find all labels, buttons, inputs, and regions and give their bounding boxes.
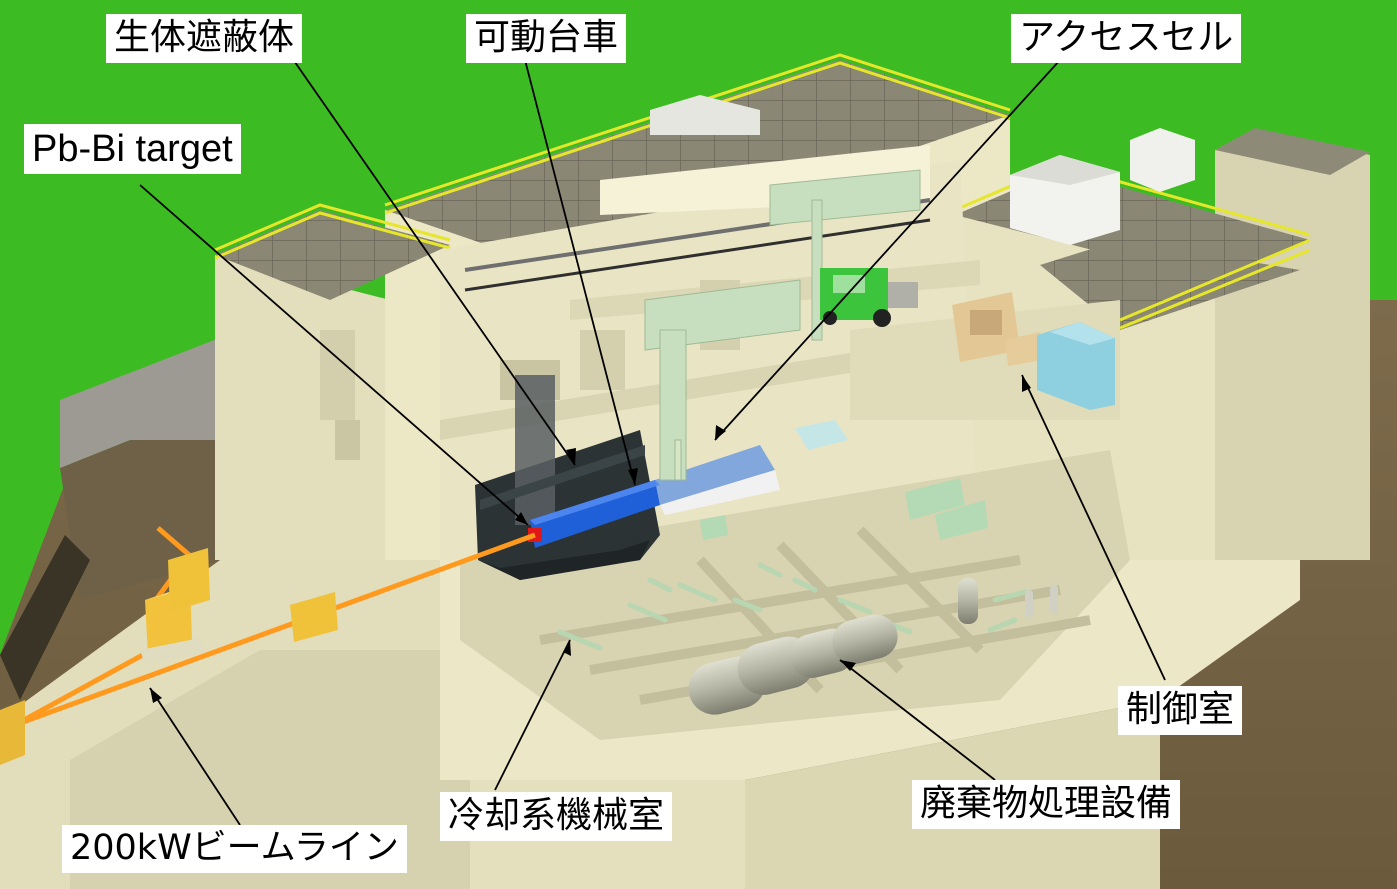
building-west-wing xyxy=(215,255,390,560)
movable-cart-label: 可動台車 xyxy=(466,14,626,63)
control-room-label: 制御室 xyxy=(1118,686,1242,735)
building-east-tower xyxy=(1215,130,1370,560)
waste-facility-label: 廃棄物処理設備 xyxy=(912,780,1180,829)
target-label: Pb-Bi target xyxy=(24,124,241,174)
bio-shield-label: 生体遮蔽体 xyxy=(106,14,302,63)
access-cell-label: アクセスセル xyxy=(1011,14,1241,63)
beamline-label: 200kWビームライン xyxy=(62,825,407,873)
cooling-room-label: 冷却系機械室 xyxy=(440,792,672,841)
